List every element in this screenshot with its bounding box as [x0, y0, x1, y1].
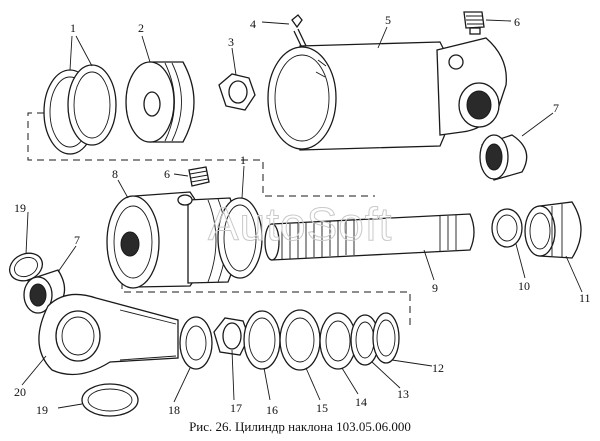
part-1-rings	[43, 64, 117, 155]
label-18: 18	[168, 403, 180, 417]
part-10-washer	[491, 208, 523, 248]
part-6-fitting-mid	[188, 166, 210, 187]
label-1-mid: 1	[240, 153, 246, 167]
label-7-left: 7	[74, 233, 80, 247]
label-6-top: 6	[514, 15, 520, 29]
part-17-nut	[213, 317, 250, 356]
label-13: 13	[397, 387, 409, 401]
label-1-top: 1	[70, 21, 76, 35]
label-4: 4	[250, 17, 256, 31]
label-20: 20	[14, 385, 26, 399]
label-14: 14	[355, 395, 367, 409]
part-1-ring-mid	[217, 197, 263, 279]
figure-caption: Рис. 26. Цилиндр наклона 103.05.06.000	[189, 419, 411, 434]
part-15-seal	[279, 309, 321, 371]
label-6-mid: 6	[164, 167, 170, 181]
part-7-bushing-left	[23, 269, 66, 314]
label-7-right: 7	[553, 101, 559, 115]
label-19-left: 19	[14, 201, 26, 215]
label-10: 10	[518, 279, 530, 293]
label-3: 3	[228, 35, 234, 49]
part-16-snap-ring	[243, 310, 281, 370]
label-15: 15	[316, 401, 328, 415]
part-9-rod	[264, 213, 475, 261]
leader-lines	[21, 19, 583, 409]
part-3-nut	[218, 73, 256, 111]
part-18-washer	[179, 316, 213, 370]
label-16: 16	[266, 403, 278, 417]
part-19-ring-bottom	[81, 383, 139, 417]
part-14-seal	[319, 312, 357, 370]
label-5: 5	[385, 13, 391, 27]
label-17: 17	[230, 401, 242, 415]
label-19-bottom: 19	[36, 403, 48, 417]
label-8: 8	[112, 167, 118, 181]
label-2: 2	[138, 21, 144, 35]
label-9: 9	[432, 281, 438, 295]
watermark: AutoSoft	[208, 198, 392, 250]
part-12-ring	[372, 312, 400, 364]
label-12: 12	[432, 361, 444, 375]
part-20-eye-end	[38, 293, 179, 376]
part-6-fitting-top	[463, 11, 485, 35]
part-5-cylinder	[267, 37, 507, 151]
part-11-sleeve	[524, 201, 582, 259]
part-7-bushing-right	[479, 134, 528, 181]
part-4-pin	[291, 14, 309, 51]
part-2-piston	[125, 61, 195, 143]
label-11: 11	[579, 291, 591, 305]
